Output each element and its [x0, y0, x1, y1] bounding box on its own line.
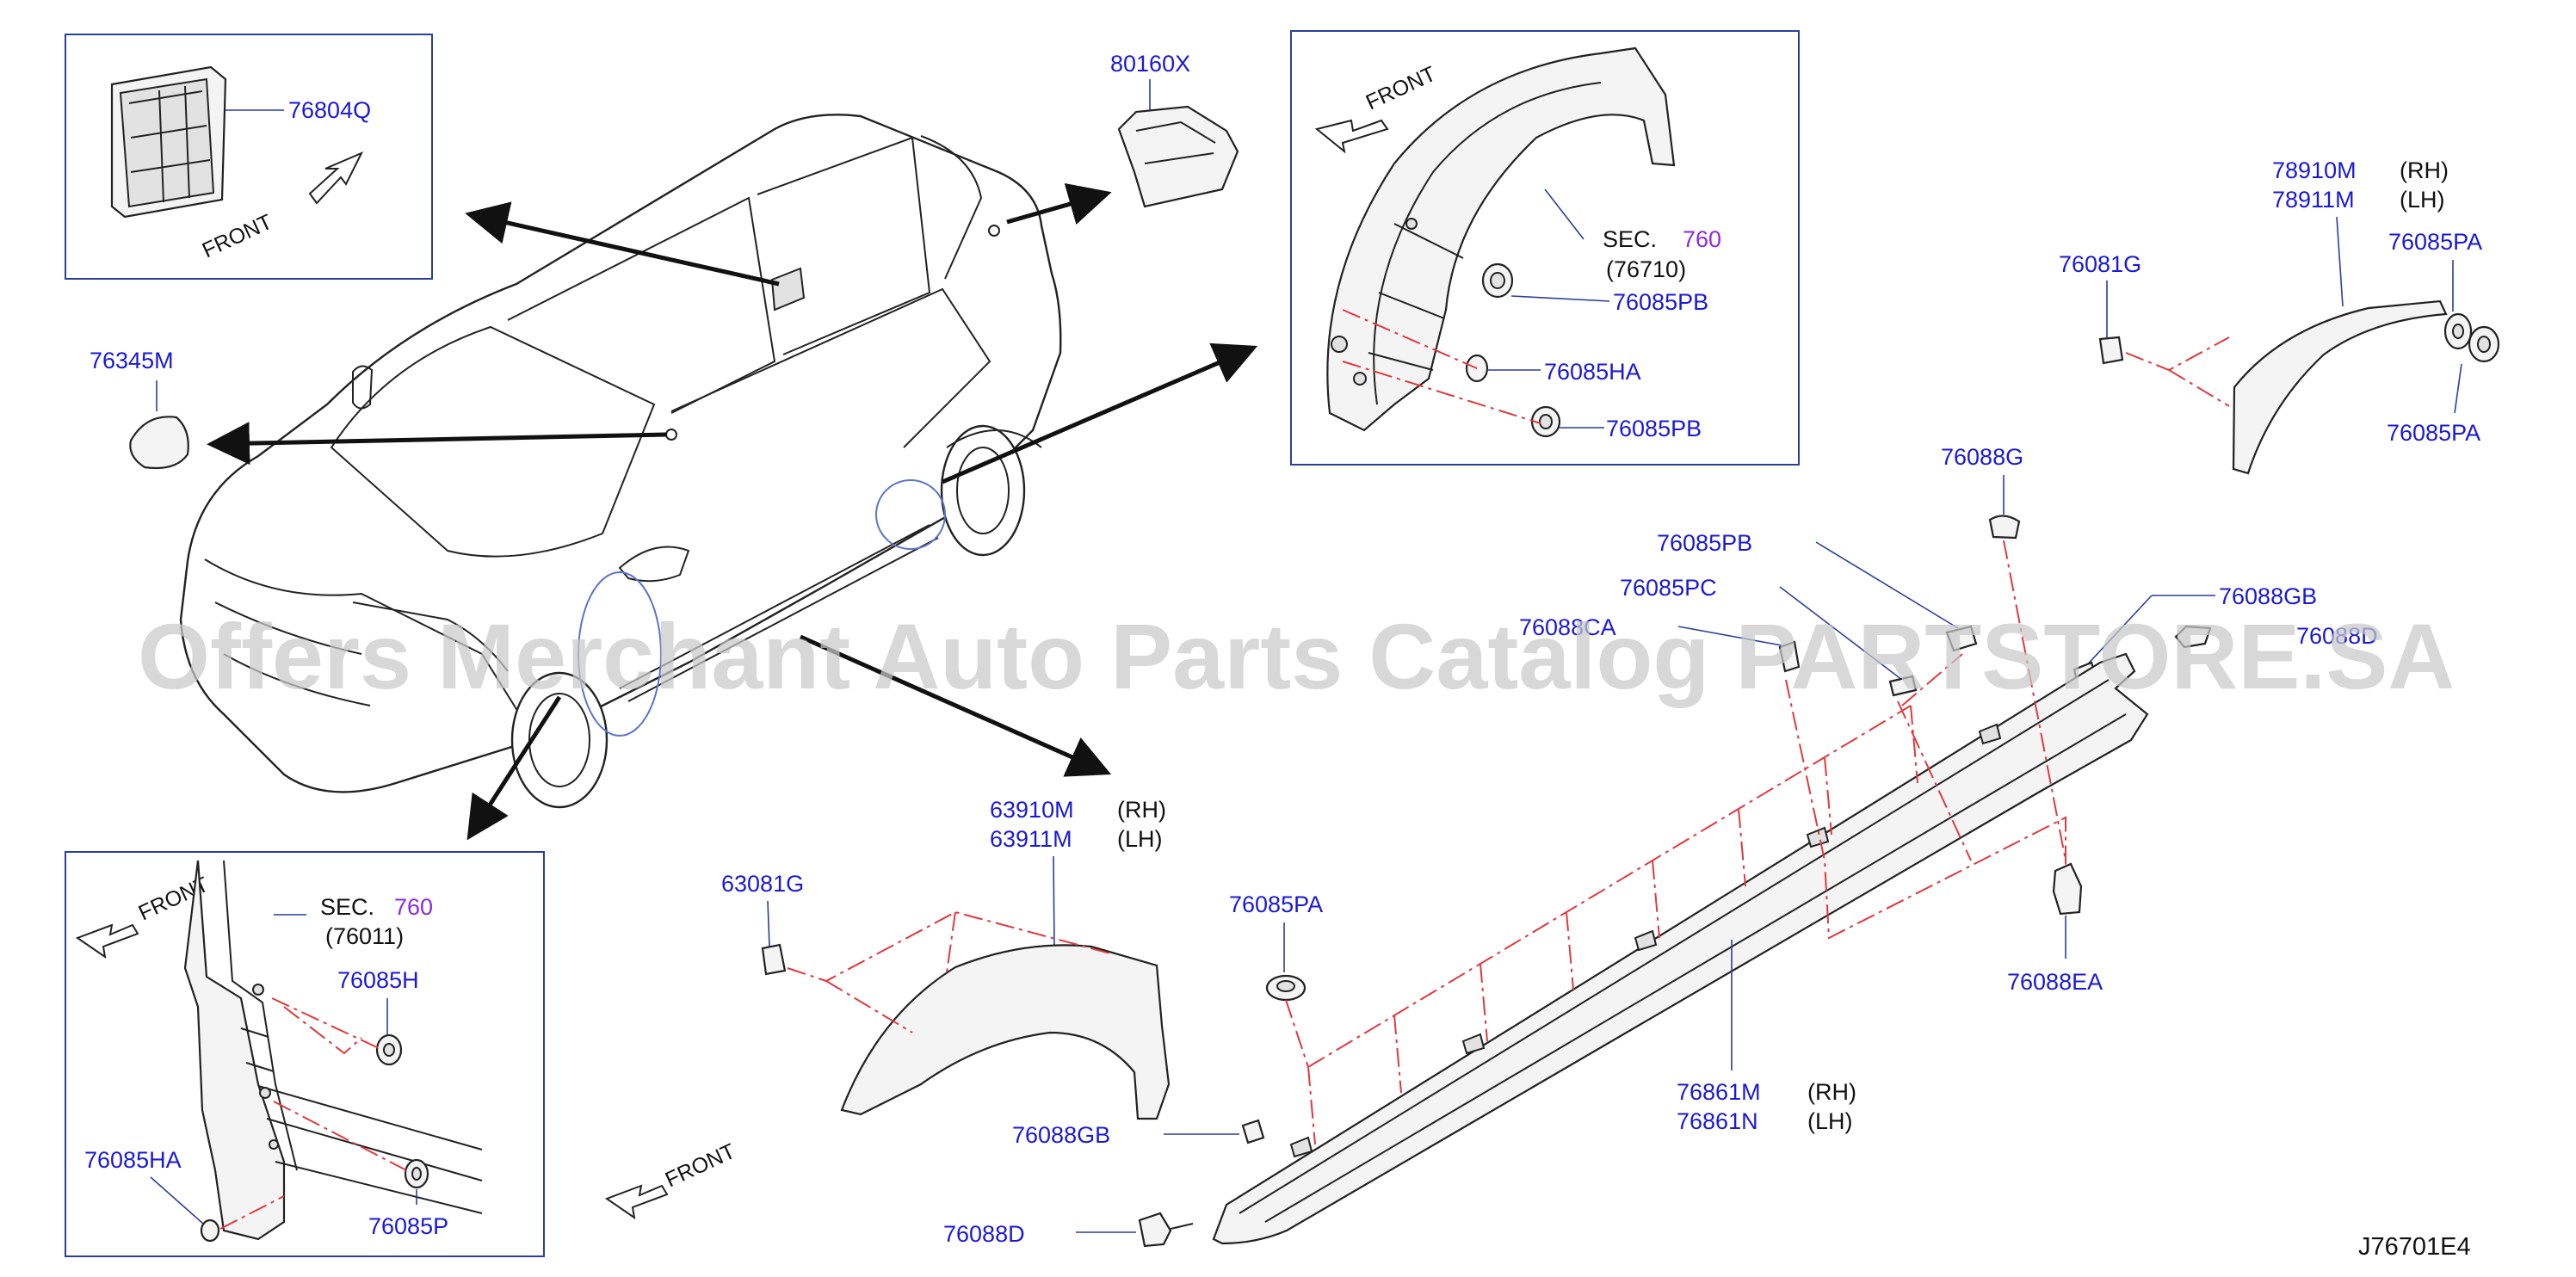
clip-76088ca[interactable] [1778, 640, 1801, 673]
sec-number-b[interactable]: 760 [394, 894, 433, 920]
part-76804q-vent[interactable] [110, 65, 227, 219]
clip-76085pb-sill[interactable] [1945, 625, 1978, 652]
front-arrow-icon-2 [1314, 119, 1389, 154]
clip-76085pc[interactable] [1888, 675, 1918, 697]
label-76085pb-c[interactable]: 76085PB [1657, 530, 1752, 556]
clip-76088g[interactable] [1988, 515, 2021, 540]
label-76345m[interactable]: 76345M [90, 348, 174, 373]
inset-box-wheel-liner: FRONT SEC. 760 (76710) 76085PB 76085HA 7… [1290, 30, 1800, 466]
clip-76088gb-front[interactable] [1241, 1119, 1265, 1144]
clip-76081g[interactable] [2098, 336, 2124, 365]
car-vent-76804q [770, 267, 806, 312]
qualifier-rh-c: (RH) [1807, 1079, 1856, 1105]
watermark: Offers Merchant Auto Parts Catalog PARTS… [138, 604, 2455, 708]
label-76085p[interactable]: 76085P [368, 1213, 448, 1239]
qualifier-rh-a: (RH) [2400, 157, 2449, 183]
label-76085pb-b[interactable]: 76085PB [1606, 416, 1702, 441]
qualifier-lh-a: (LH) [2400, 187, 2445, 213]
label-76085pc[interactable]: 76085PC [1620, 575, 1717, 601]
label-76088ea[interactable]: 76088EA [2007, 969, 2103, 995]
plug-76085ha-b[interactable] [200, 1218, 220, 1243]
part-63910m-fender-moulding[interactable] [840, 944, 1171, 1120]
sec-label-a: SEC. [1603, 226, 1657, 252]
clip-63081g[interactable] [761, 943, 787, 976]
front-arrow-icon-3 [75, 923, 139, 959]
front-text-2: FRONT [1362, 62, 1440, 115]
label-63910m[interactable]: 63910M [990, 797, 1074, 823]
label-76088d-a[interactable]: 76088D [2296, 623, 2378, 649]
grommet-76085pa[interactable] [1265, 974, 1307, 1002]
part-80160x-antenna[interactable] [1117, 105, 1239, 208]
part-76861m-sill-moulding[interactable] [1212, 652, 2149, 1245]
label-76085pb-a[interactable]: 76085PB [1613, 289, 1708, 315]
label-76088g[interactable]: 76088G [1941, 444, 2023, 470]
sec-number-a[interactable]: 760 [1683, 226, 1721, 252]
clip-76085pb-upper[interactable] [1481, 262, 1514, 299]
label-76085pa-a[interactable]: 76085PA [2388, 229, 2482, 255]
label-76085ha-a[interactable]: 76085HA [1544, 359, 1641, 385]
clip-76085pb-lower[interactable] [1530, 405, 1561, 438]
highlight-circle-rear [875, 479, 946, 550]
drawing-code: J76701E4 [2358, 1233, 2471, 1261]
inset-box-76804q: 76804Q FRONT [65, 34, 433, 280]
part-76345m-cap[interactable] [129, 416, 189, 470]
sec-sub-a: (76710) [1606, 256, 1686, 282]
part-wheel-liner[interactable] [1326, 46, 1676, 432]
label-76088gb-b[interactable]: 76088GB [1012, 1122, 1110, 1148]
label-63081g[interactable]: 63081G [721, 871, 804, 897]
sec-sub-b: (76011) [325, 923, 404, 949]
pointer-arrows [207, 182, 1258, 841]
part-pillar-panel[interactable] [183, 860, 483, 1241]
label-76088d-b[interactable]: 76088D [943, 1221, 1025, 1247]
label-76085pa-c[interactable]: 76085PA [1229, 891, 1323, 917]
label-76088ca[interactable]: 76088CA [1519, 614, 1616, 640]
qualifier-lh-b: (LH) [1117, 826, 1163, 852]
sec-label-b: SEC. [320, 894, 374, 920]
label-76804q[interactable]: 76804Q [288, 97, 371, 123]
label-78910m[interactable]: 78910M [2272, 157, 2357, 183]
part-78910m-moulding[interactable] [2232, 299, 2448, 475]
label-76081g[interactable]: 76081G [2059, 251, 2141, 277]
front-text-4: FRONT [662, 1139, 739, 1193]
label-76085h[interactable]: 76085H [337, 967, 419, 993]
label-63911m[interactable]: 63911M [990, 826, 1072, 852]
seal-76085pa[interactable] [2443, 312, 2500, 363]
clip-76088ea[interactable] [2052, 862, 2083, 916]
inset-box-pillar: FRONT SEC. 760 (76011) 76085H 76085HA [65, 851, 545, 1257]
grommet-76085p[interactable] [404, 1158, 429, 1189]
vehicle-outline [179, 114, 1062, 809]
screw-76088d-front[interactable] [1138, 1212, 1194, 1248]
front-indicator-4: FRONT [604, 1139, 739, 1220]
label-78911m[interactable]: 78911M [2272, 187, 2355, 213]
label-76861m[interactable]: 76861M [1677, 1079, 1761, 1105]
label-76088gb-a[interactable]: 76088GB [2219, 583, 2317, 609]
label-76085pa-b[interactable]: 76085PA [2387, 420, 2480, 446]
front-arrow-icon-4 [604, 1184, 669, 1220]
front-arrow-icon-1 [308, 151, 364, 205]
qualifier-rh-b: (RH) [1117, 797, 1166, 823]
label-76085ha-b[interactable]: 76085HA [84, 1147, 182, 1173]
qualifier-lh-c: (LH) [1807, 1108, 1853, 1134]
front-text-1: FRONT [199, 210, 276, 263]
grommet-76085h[interactable] [375, 1033, 403, 1066]
label-76861n[interactable]: 76861N [1677, 1108, 1758, 1134]
screw-76088d-sill[interactable] [2174, 625, 2212, 649]
label-80160x[interactable]: 80160X [1110, 51, 1190, 77]
highlight-circle-front [578, 571, 662, 737]
